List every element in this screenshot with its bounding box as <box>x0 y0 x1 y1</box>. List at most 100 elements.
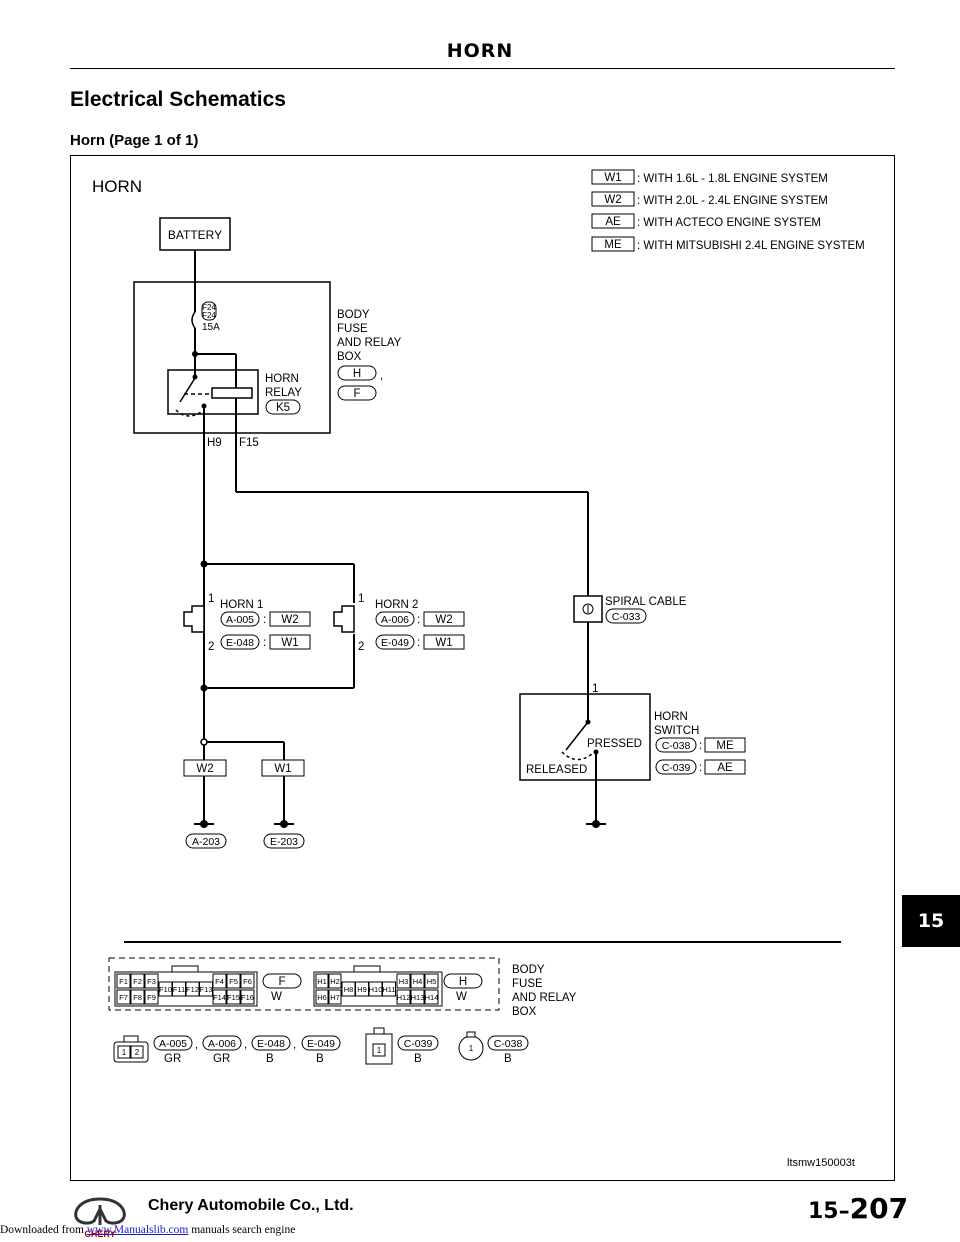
pin-f16-cell <box>240 989 255 1005</box>
spiral-cable-label: SPIRAL CABLE <box>605 596 687 608</box>
svg-text:CHERY: CHERY <box>84 1229 115 1239</box>
pin-f9-cell <box>144 989 159 1005</box>
switch-conn-2: C-039 <box>662 762 691 774</box>
horn1-pin2: 2 <box>208 641 214 653</box>
pin-f8: F8 <box>133 993 142 1002</box>
pin-h12: H12 <box>397 993 411 1002</box>
conn-view-a005-color: GR <box>164 1053 181 1065</box>
download-note-prefix: Downloaded from <box>0 1224 87 1236</box>
conn-view-pin-2: 2 <box>135 1048 140 1057</box>
conn-view-a006-color: GR <box>213 1053 230 1065</box>
conn-view-comma-1: , <box>195 1039 198 1051</box>
c039-pin: 1 <box>377 1046 382 1055</box>
pin-f2-cell <box>130 973 145 989</box>
fuse-id-top: F24 <box>202 303 216 312</box>
splice-w2: W2 <box>196 763 213 775</box>
horn1-colon1: : <box>263 614 266 626</box>
horn-switch-label-1: HORN <box>654 711 688 723</box>
pin-h7: H7 <box>330 993 340 1002</box>
horn2-colon1: : <box>417 614 420 626</box>
conn-view-h-label: H <box>459 976 467 988</box>
conn-view-comma-3: , <box>293 1039 296 1051</box>
conn-view-c038-color: B <box>504 1053 512 1065</box>
chery-logo-icon: CHERY <box>74 1197 126 1239</box>
footer-page-section: 15– <box>808 1199 850 1224</box>
pin-h1: H1 <box>317 977 327 986</box>
pin-h12-cell <box>396 989 411 1005</box>
pin-h5: H5 <box>427 977 437 986</box>
pin-f7: F7 <box>119 993 128 1002</box>
spiral-pin: 1 <box>592 683 598 695</box>
pin-f3-cell <box>144 973 159 989</box>
pin-h13: H13 <box>411 993 425 1002</box>
fuse-id-bottom: F24 <box>202 311 216 320</box>
relay-label-2: RELAY <box>265 387 302 399</box>
horn2-colon2: : <box>417 637 420 649</box>
footer-page-number: 15–207 <box>808 1192 908 1225</box>
body-box-label-2: FUSE <box>337 323 368 335</box>
figure-id: ltsmw150003t <box>787 1157 855 1169</box>
pin-f16: F16 <box>241 993 254 1002</box>
pin-f4-cell <box>212 973 227 989</box>
pin-h8: H8 <box>344 985 354 994</box>
pin-f15: F15 <box>227 993 240 1002</box>
pin-h9: H9 <box>357 985 367 994</box>
conn-view-box-2: FUSE <box>512 978 543 990</box>
legend-code-me: ME <box>604 239 622 251</box>
legend-text-ae: : WITH ACTECO ENGINE SYSTEM <box>637 217 821 229</box>
horn2-pin1: 1 <box>358 593 364 605</box>
download-note: Downloaded from www.Manualslib.com manua… <box>0 1224 295 1236</box>
legend-code-w2: W2 <box>604 194 621 206</box>
pin-f2: F2 <box>133 977 142 986</box>
section-title: Electrical Schematics <box>70 88 286 111</box>
horn2-name: HORN 2 <box>375 599 418 611</box>
relay-label-1: HORN <box>265 373 299 385</box>
pin-f15: F15 <box>239 437 259 449</box>
pin-f6-cell <box>240 973 255 989</box>
c038-pin: 1 <box>469 1044 474 1053</box>
conn-view-a005: A-005 <box>159 1038 187 1050</box>
conn-view-e049: E-049 <box>307 1038 335 1050</box>
body-box-label-1: BODY <box>337 309 370 321</box>
conn-view-pin-1: 1 <box>122 1048 127 1057</box>
pin-h2: H2 <box>330 977 340 986</box>
pin-f6: F6 <box>243 977 252 986</box>
battery-label: BATTERY <box>168 228 222 242</box>
switch-released: RELEASED <box>526 764 587 776</box>
switch-conn-1-variant: ME <box>716 740 734 752</box>
conn-view-comma-2: , <box>244 1039 247 1051</box>
pin-h6: H6 <box>317 993 327 1002</box>
pin-f9: F9 <box>147 993 156 1002</box>
switch-colon-2: : <box>699 762 702 774</box>
conn-view-c039-color: B <box>414 1053 422 1065</box>
conn-h-label: H <box>353 368 361 380</box>
conn-view-e048: E-048 <box>257 1038 285 1050</box>
conn-view-c039: C-039 <box>404 1038 433 1050</box>
pin-f13-cell <box>199 981 213 997</box>
switch-conn-2-variant: AE <box>717 762 733 774</box>
pin-h7-cell <box>328 989 342 1005</box>
pin-h9: H9 <box>207 437 222 449</box>
horn1-conn2-variant: W1 <box>281 637 298 649</box>
pin-f4: F4 <box>215 977 224 986</box>
pin-f12: F12 <box>186 985 199 994</box>
conn-view-a006: A-006 <box>208 1038 236 1050</box>
conn-view-box-1: BODY <box>512 964 545 976</box>
horn2-conn1-variant: W2 <box>435 614 452 626</box>
conn-view-f-color: W <box>271 991 282 1003</box>
footer-company: Chery Automobile Co., Ltd. <box>148 1197 354 1214</box>
legend-text-w1: : WITH 1.6L - 1.8L ENGINE SYSTEM <box>637 173 828 185</box>
pin-h10: H10 <box>369 985 383 994</box>
manualslib-link[interactable]: www.Manualslib.com <box>86 1224 189 1236</box>
conn-view-box-4: BOX <box>512 1006 537 1018</box>
splice-w1: W1 <box>274 763 291 775</box>
switch-conn-1: C-038 <box>662 740 691 752</box>
ground-e203: E-203 <box>270 836 298 848</box>
pin-f3: F3 <box>147 977 156 986</box>
subsection-title: Horn (Page 1 of 1) <box>70 132 199 149</box>
pin-h4-cell <box>410 973 425 989</box>
page-header-title: HORN <box>446 40 514 62</box>
pin-h13-cell <box>410 989 425 1005</box>
pin-h11-cell <box>382 981 396 997</box>
